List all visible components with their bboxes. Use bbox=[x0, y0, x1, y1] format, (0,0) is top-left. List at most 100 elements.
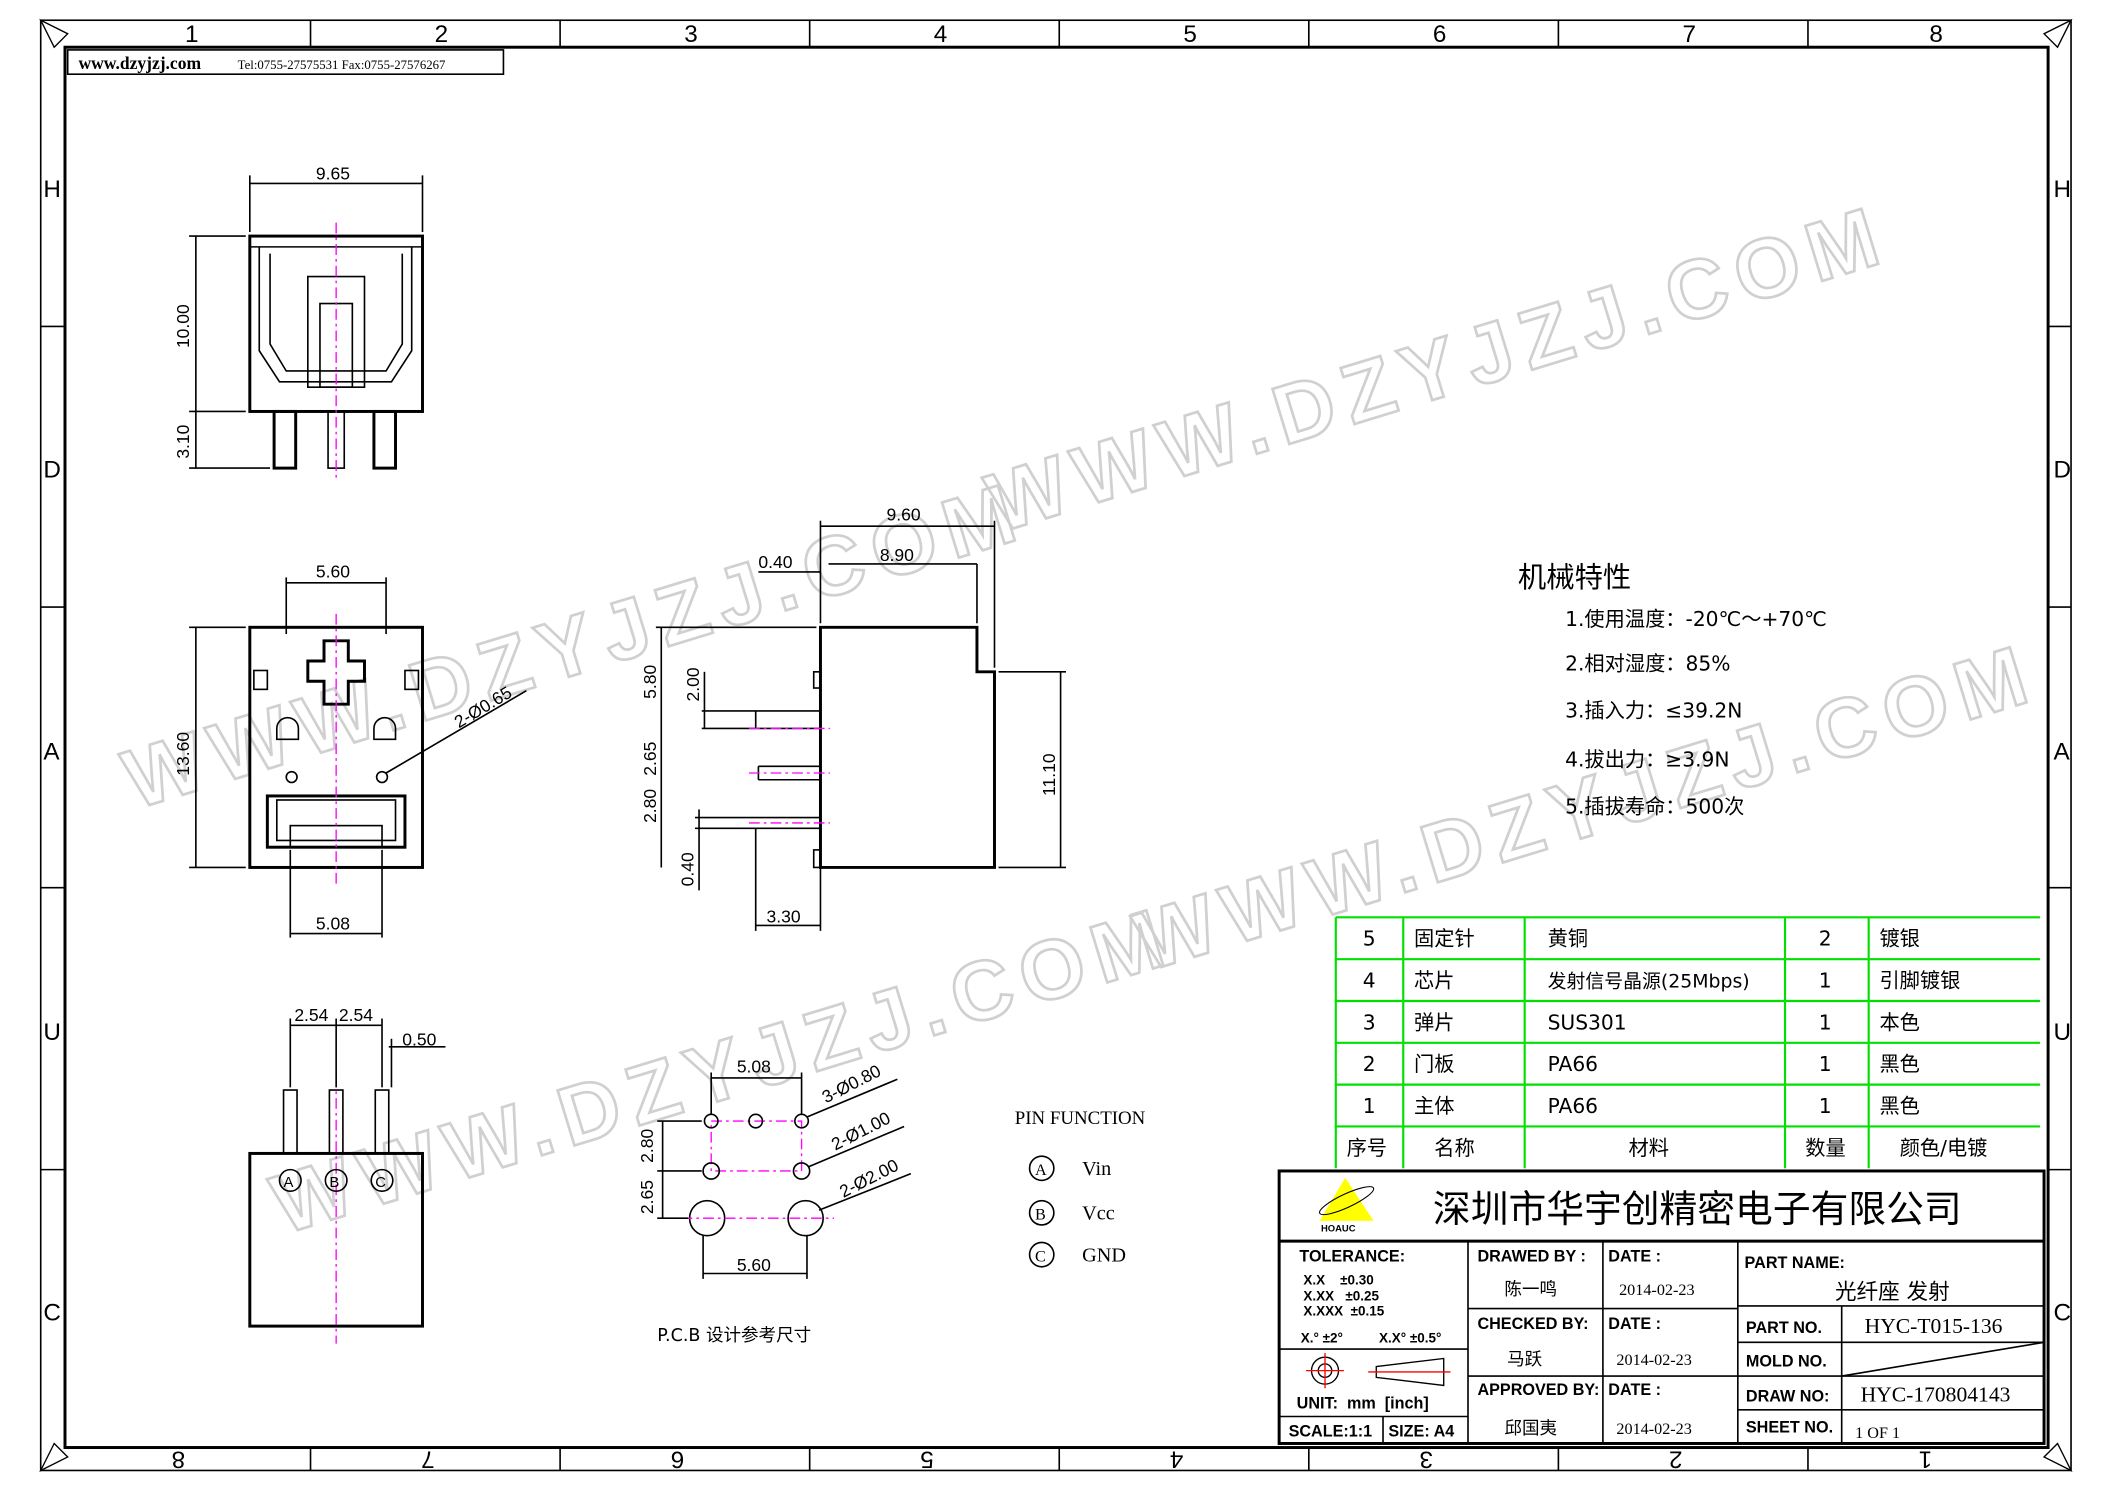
dim-side-4: 5.80 bbox=[640, 664, 660, 698]
side-view: 9.60 8.90 0.40 5.80 2.00 2.65 2.80 0.40 … bbox=[640, 505, 1066, 931]
ruler-top: 4 bbox=[934, 21, 948, 48]
bom-cell: 5 bbox=[1363, 927, 1376, 951]
mechanical-specs: 机械特性 1.使用温度：-20℃～+70℃ 2.相对湿度：85% 3.插入力：≤… bbox=[1518, 561, 1827, 819]
spec-item: 3.插入力：≤39.2N bbox=[1565, 699, 1742, 723]
pcb-dim-1: 5.08 bbox=[737, 1056, 771, 1076]
part-name-label: PART NAME: bbox=[1745, 1254, 1845, 1272]
bom-header: 名称 bbox=[1434, 1136, 1474, 1160]
bom-cell: 1 bbox=[1819, 969, 1832, 993]
ruler-side: D bbox=[2053, 457, 2071, 484]
bom-cell: 黑色 bbox=[1879, 1052, 1919, 1076]
bom-cell: 黄铜 bbox=[1548, 927, 1588, 951]
pin-function-title: PIN FUNCTION bbox=[1015, 1108, 1146, 1129]
pcb-dim-3: 2.65 bbox=[637, 1180, 657, 1214]
bom-cell: 发射信号晶源(25Mbps) bbox=[1548, 971, 1750, 993]
bom-cell: PA66 bbox=[1548, 1094, 1598, 1118]
ruler-bottom: 1 bbox=[1919, 1446, 1933, 1473]
approved-by: 邱国夷 bbox=[1504, 1419, 1557, 1439]
date-value: 2014-02-23 bbox=[1616, 1352, 1691, 1369]
dim-height: 10.00 bbox=[173, 304, 193, 348]
part-no: HYC-T015-136 bbox=[1865, 1314, 2003, 1338]
pin-name: Vin bbox=[1082, 1158, 1111, 1180]
bom-cell: 1 bbox=[1363, 1094, 1376, 1118]
bom-cell: 1 bbox=[1819, 1094, 1832, 1118]
sheet-no: 1 OF 1 bbox=[1855, 1425, 1900, 1442]
watermark: WWW.DZYJZJ.COM bbox=[976, 186, 1899, 550]
bom-cell: PA66 bbox=[1548, 1052, 1598, 1076]
angle-tolerance: X.X° ±0.5° bbox=[1379, 1330, 1441, 1345]
date-value: 2014-02-23 bbox=[1616, 1421, 1691, 1438]
watermark: WWW.DZYJZJ.COM bbox=[261, 888, 1184, 1252]
pin-id: B bbox=[1035, 1207, 1046, 1224]
pin-name: Vcc bbox=[1082, 1203, 1115, 1225]
ruler-side: C bbox=[43, 1300, 61, 1327]
date-label: DATE : bbox=[1608, 1247, 1661, 1265]
ruler-bottom: 8 bbox=[172, 1446, 186, 1473]
bom-cell: 1 bbox=[1819, 1010, 1832, 1034]
draw-no-label: DRAW NO: bbox=[1746, 1388, 1830, 1406]
dim-side-2: 8.90 bbox=[880, 545, 914, 565]
dim-side-9: 3.30 bbox=[767, 907, 801, 927]
bom-cell: 弹片 bbox=[1414, 1010, 1454, 1034]
bom-cell: 4 bbox=[1363, 969, 1376, 993]
ruler-side: H bbox=[2053, 176, 2071, 203]
bom-cell: 本色 bbox=[1879, 1010, 1919, 1034]
dim-pin: 3.10 bbox=[173, 424, 193, 458]
tolerance-value: X.XXX ±0.15 bbox=[1303, 1303, 1384, 1318]
spec-item: 5.插拔寿命：500次 bbox=[1565, 794, 1744, 818]
header-box: www.dzyjzj.com Tel:0755-27575531 Fax:075… bbox=[66, 49, 505, 76]
bom-cell: 2 bbox=[1363, 1052, 1376, 1076]
sheet-no-label: SHEET NO. bbox=[1746, 1419, 1833, 1437]
bom-cell: 固定针 bbox=[1414, 927, 1475, 951]
ruler-side: D bbox=[43, 457, 61, 484]
pcb-hole-2: 2-Ø1.00 bbox=[828, 1108, 894, 1155]
bom-cell: SUS301 bbox=[1548, 1010, 1627, 1034]
ruler-side: U bbox=[43, 1019, 61, 1046]
ruler-side: H bbox=[43, 176, 61, 203]
dim-side-3: 0.40 bbox=[758, 552, 792, 572]
bom-cell: 引脚镀银 bbox=[1879, 969, 1960, 993]
ruler-bottom: 3 bbox=[1419, 1446, 1433, 1473]
bom-header: 数量 bbox=[1805, 1136, 1845, 1160]
spec-item: 2.相对湿度：85% bbox=[1565, 651, 1730, 675]
pin-function: PIN FUNCTION A Vin B Vcc C GND bbox=[1015, 1108, 1146, 1268]
ruler-top: 6 bbox=[1433, 21, 1447, 48]
pcb-caption: P.C.B 设计参考尺寸 bbox=[657, 1326, 811, 1346]
tolerance-label: TOLERANCE: bbox=[1299, 1247, 1405, 1265]
pin-id: A bbox=[1035, 1162, 1047, 1179]
ruler-bottom: 2 bbox=[1669, 1446, 1683, 1473]
company-name: 深圳市华宇创精密电子有限公司 bbox=[1433, 1187, 1962, 1231]
dim-side-1: 9.60 bbox=[887, 505, 921, 525]
checked-by-label: CHECKED BY: bbox=[1477, 1315, 1588, 1333]
dim-side-5: 2.00 bbox=[683, 667, 703, 701]
ruler-bottom: 7 bbox=[421, 1446, 435, 1473]
pcb-dim-4: 5.60 bbox=[737, 1255, 771, 1275]
draw-no: HYC-170804143 bbox=[1861, 1383, 2011, 1407]
spec-item: 1.使用温度：-20℃～+70℃ bbox=[1565, 607, 1827, 631]
bom-cell: 芯片 bbox=[1414, 969, 1454, 993]
ruler-bottom: 5 bbox=[920, 1446, 934, 1473]
bom-cell: 黑色 bbox=[1879, 1094, 1919, 1118]
ruler-top: 5 bbox=[1183, 21, 1197, 48]
scale: SCALE:1:1 bbox=[1289, 1423, 1373, 1441]
unit: UNIT: mm [inch] bbox=[1297, 1394, 1429, 1412]
tolerance-value: X.XX ±0.25 bbox=[1303, 1288, 1379, 1303]
date-value: 2014-02-23 bbox=[1619, 1282, 1694, 1299]
specs-title: 机械特性 bbox=[1518, 561, 1631, 594]
title-block: HOAUC 深圳市华宇创精密电子有限公司 TOLERANCE: X.X ±0.3… bbox=[1277, 1169, 2046, 1445]
approved-by-label: APPROVED BY: bbox=[1477, 1381, 1599, 1399]
pin-label: C bbox=[375, 1175, 386, 1191]
dim-pitch-1: 2.54 bbox=[294, 1005, 328, 1025]
logo-text: HOAUC bbox=[1321, 1224, 1356, 1235]
company-logo: HOAUC bbox=[1319, 1177, 1375, 1235]
part-no-label: PART NO. bbox=[1746, 1319, 1822, 1337]
watermarks: WWW.DZYJZJ.COM WWW.DZYJZJ.COM WWW.DZYJZJ… bbox=[112, 185, 2049, 1253]
frame: 1 2 3 4 5 6 7 8 8 7 6 5 4 3 2 1 H D A U … bbox=[39, 18, 2073, 1473]
pcb-hole-3: 2-Ø2.00 bbox=[836, 1155, 902, 1202]
bom-cell: 主体 bbox=[1414, 1094, 1454, 1118]
dim-side-10: 11.10 bbox=[1039, 753, 1059, 796]
ruler-bottom: 4 bbox=[1170, 1446, 1184, 1473]
ruler-side: U bbox=[2053, 1019, 2071, 1046]
